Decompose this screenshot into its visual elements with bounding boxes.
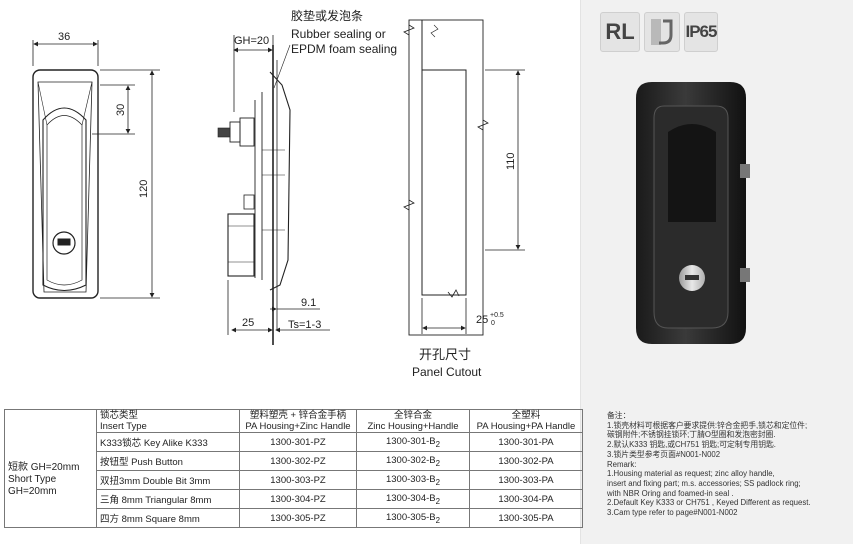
panel-cutout-view — [403, 19, 489, 336]
remark-line: insert and fixing part; m.s. accessories… — [607, 478, 801, 488]
panel-cutout-dimensions — [421, 69, 525, 334]
zinc-header: 全锌合金 Zinc Housing+Handle — [356, 409, 470, 433]
remarks-title: 备注： — [607, 411, 631, 420]
remark-line: 2.Default Key K333 or CH751 , Keyed Diff… — [607, 498, 811, 508]
dim-110-label: 110 — [505, 152, 517, 170]
table-row: 四方 8mm Square 8mm 1300-305-PZ 1300-305-B… — [5, 508, 583, 528]
product-photo — [636, 82, 750, 344]
insert-cell: 双扭3mm Double Bit 3mm — [96, 470, 240, 490]
variant-header — [4, 409, 97, 433]
pa-zinc-cell: 1300-304-PZ — [239, 489, 357, 509]
front-view — [32, 69, 99, 299]
tolerance-upper: +0.5 — [490, 312, 504, 319]
pa-zinc-cell: 1300-302-PZ — [239, 451, 357, 471]
zinc-cell: 1300-303-B2 — [356, 470, 470, 490]
pa-cell: 1300-302-PA — [469, 451, 583, 471]
pa-cell: 1300-304-PA — [469, 489, 583, 509]
variant-cell: 短款 GH=20mm Short Type GH=20mm — [4, 432, 97, 528]
table-header-row: 锁芯类型 Insert Type 塑料塑壳 + 锌合金手柄 PA Housing… — [4, 409, 583, 433]
zinc-cell: 1300-301-B2 — [356, 432, 470, 452]
seal-label-en-2: EPDM foam sealing — [291, 42, 397, 56]
remark-line: 2.默认K333 钥匙,或CH751 钥匙;可定制专用钥匙. — [607, 440, 776, 450]
side-view-dimensions — [227, 35, 330, 335]
dim-9-1-label: 9.1 — [301, 297, 316, 309]
technical-drawing: 36 30 120 GH=20 胶垫或发泡条 Rubber sealing or… — [32, 8, 525, 379]
dim-ts-label: Ts=1-3 — [288, 319, 321, 331]
ip65-badge: IP65 — [684, 12, 718, 52]
table-row: 三角 8mm Triangular 8mm 1300-304-PZ 1300-3… — [5, 489, 583, 509]
insert-type-header: 锁芯类型 Insert Type — [96, 409, 240, 433]
dim-cutout-25-label: 25 — [476, 314, 488, 326]
table-row: 按钮型 Push Button 1300-302-PZ 1300-302-B2 … — [5, 451, 583, 471]
pa-zinc-cell: 1300-305-PZ — [239, 508, 357, 528]
seal-label-en-1: Rubber sealing or — [291, 27, 386, 41]
pa-zinc-header: 塑料塑壳 + 锌合金手柄 PA Housing+Zinc Handle — [239, 409, 357, 433]
pa-cell: 1300-301-PA — [469, 432, 583, 452]
pa-cell: 1300-303-PA — [469, 470, 583, 490]
insert-cell: K333锁芯 Key Alike K333 — [96, 432, 240, 452]
insert-cell: 按钮型 Push Button — [96, 451, 240, 471]
front-view-dimensions — [32, 40, 160, 299]
remark-line: 碳钢附件;不锈钢挂锁环;丁腈O型圈和发泡密封圈. — [607, 430, 776, 440]
dim-25-label: 25 — [242, 317, 254, 329]
rl-badge: RL — [600, 12, 640, 52]
zinc-cell: 1300-305-B2 — [356, 508, 470, 528]
tolerance-lower: 0 — [491, 320, 495, 327]
pa-zinc-cell: 1300-303-PZ — [239, 470, 357, 490]
dim-120-label: 120 — [138, 180, 150, 198]
remark-line: 3.锁片类型参考页面#N001-N002 — [607, 449, 721, 459]
remark-line: 1.Housing material as request; zinc allo… — [607, 469, 775, 479]
feature-badges: RL IP65 — [600, 12, 718, 52]
remark-line: 1.锁壳材料可根据客户要求提供:锌合金把手,锁芯和定位件; — [607, 420, 808, 430]
pa-header: 全塑料 PA Housing+PA Handle — [469, 409, 583, 433]
zinc-cell: 1300-302-B2 — [356, 451, 470, 471]
remark-line: with NBR Oring and foamed-in seal . — [607, 488, 734, 498]
dim-gh-label: GH=20 — [234, 35, 269, 47]
pa-zinc-cell: 1300-301-PZ — [239, 432, 357, 452]
remarks-block: 备注： 1.锁壳材料可根据客户要求提供:锌合金把手,锁芯和定位件; 碳钢附件;不… — [607, 411, 851, 518]
zinc-cell: 1300-304-B2 — [356, 489, 470, 509]
insert-cell: 四方 8mm Square 8mm — [96, 508, 240, 528]
dim-30-label: 30 — [115, 104, 127, 116]
side-view — [217, 44, 291, 345]
dim-width-label: 36 — [58, 31, 70, 43]
table-row: 短款 GH=20mm Short Type GH=20mm K333锁芯 Key… — [4, 432, 583, 528]
part-number-table: 锁芯类型 Insert Type 塑料塑壳 + 锌合金手柄 PA Housing… — [4, 409, 583, 528]
insert-cell: 三角 8mm Triangular 8mm — [96, 489, 240, 509]
cutout-title-en: Panel Cutout — [412, 365, 482, 379]
seal-label-cn: 胶垫或发泡条 — [291, 8, 363, 23]
cutout-title-cn: 开孔尺寸 — [419, 347, 471, 362]
remarks-en-title: Remark: — [607, 459, 637, 469]
pa-cell: 1300-305-PA — [469, 508, 583, 528]
wall-hook-icon — [644, 12, 680, 52]
remark-line: 3.Cam type refer to page#N001-N002 — [607, 508, 738, 518]
